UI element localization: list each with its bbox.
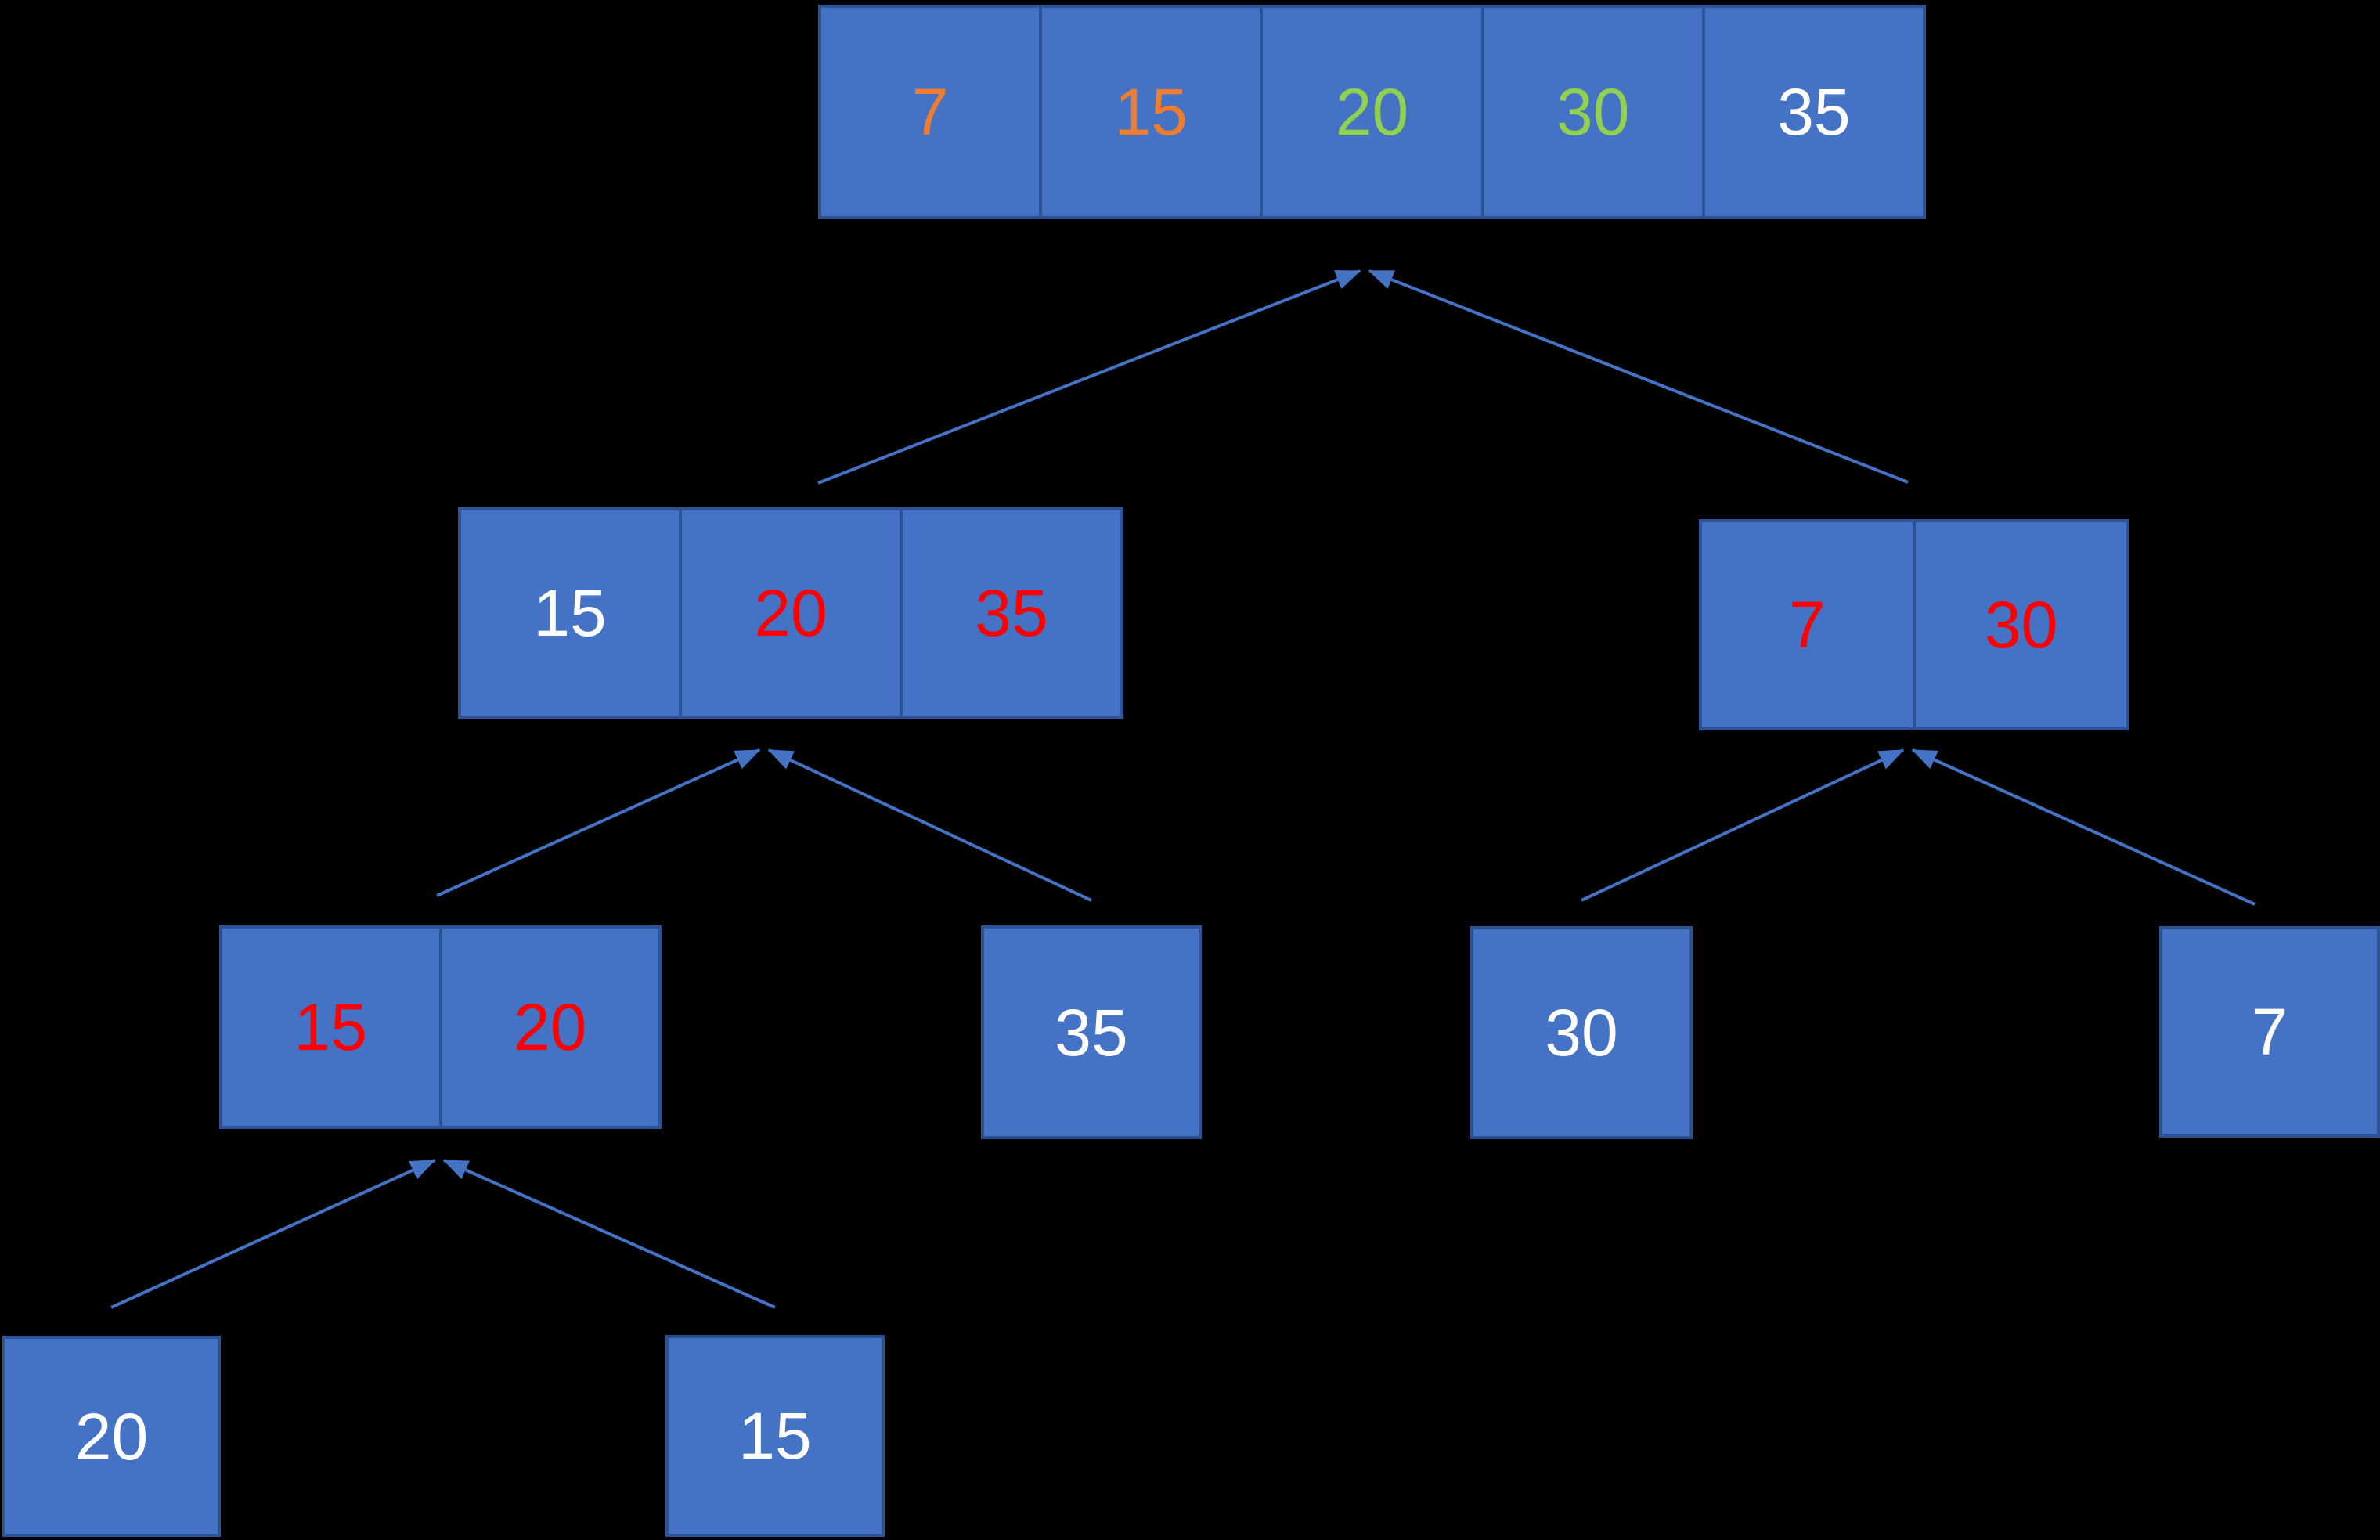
array-level2-left-cell-0: 15 — [533, 576, 607, 650]
connector-group — [110, 269, 2256, 1309]
merge-arrow-level2right-to-level1 — [1368, 269, 1909, 484]
merge-arrow-7-to-level2right — [1911, 748, 2256, 906]
array-level3-left-pair-cell-1: 20 — [438, 929, 659, 1126]
array-level1-merged-cell-2: 20 — [1260, 8, 1480, 216]
box-level3-30: 30 — [1470, 926, 1693, 1139]
box-level4-15-cell-0: 15 — [738, 1399, 812, 1473]
merge-arrow-level2left-to-level1 — [817, 269, 1361, 485]
merge-arrow-30-to-level2right — [1581, 748, 1905, 902]
array-level2-left-cell-2: 35 — [900, 510, 1120, 716]
merge-arrow-15-to-level3pair — [442, 1159, 776, 1309]
merge-arrow-pair-to-level2left — [436, 748, 761, 897]
array-level1-merged-cell-1: 15 — [1039, 8, 1260, 216]
box-level3-7: 7 — [2159, 926, 2380, 1138]
box-level3-30-cell-0: 30 — [1545, 996, 1618, 1069]
box-level4-15: 15 — [665, 1335, 885, 1537]
box-level4-20-cell-0: 20 — [74, 1399, 149, 1473]
box-level3-7-cell-0: 7 — [2251, 995, 2288, 1069]
array-level1-merged-cell-0: 7 — [911, 75, 949, 149]
box-level4-20: 20 — [2, 1336, 221, 1537]
array-level2-left-cell-1: 20 — [679, 510, 900, 716]
array-level2-right-cell-0: 7 — [1789, 588, 1826, 662]
array-level2-right: 7 30 — [1699, 519, 2129, 730]
array-level2-right-cell-1: 30 — [1913, 522, 2126, 727]
array-level1-merged-cell-3: 30 — [1480, 8, 1702, 216]
box-level3-35-cell-0: 35 — [1055, 995, 1128, 1069]
array-level3-left-pair-cell-0: 15 — [294, 990, 367, 1064]
box-level3-35: 35 — [981, 925, 1202, 1139]
merge-arrow-20-to-level3pair — [110, 1159, 436, 1309]
array-level1-merged-cell-4: 35 — [1701, 8, 1923, 216]
merge-arrow-35-to-level2left — [767, 748, 1092, 902]
